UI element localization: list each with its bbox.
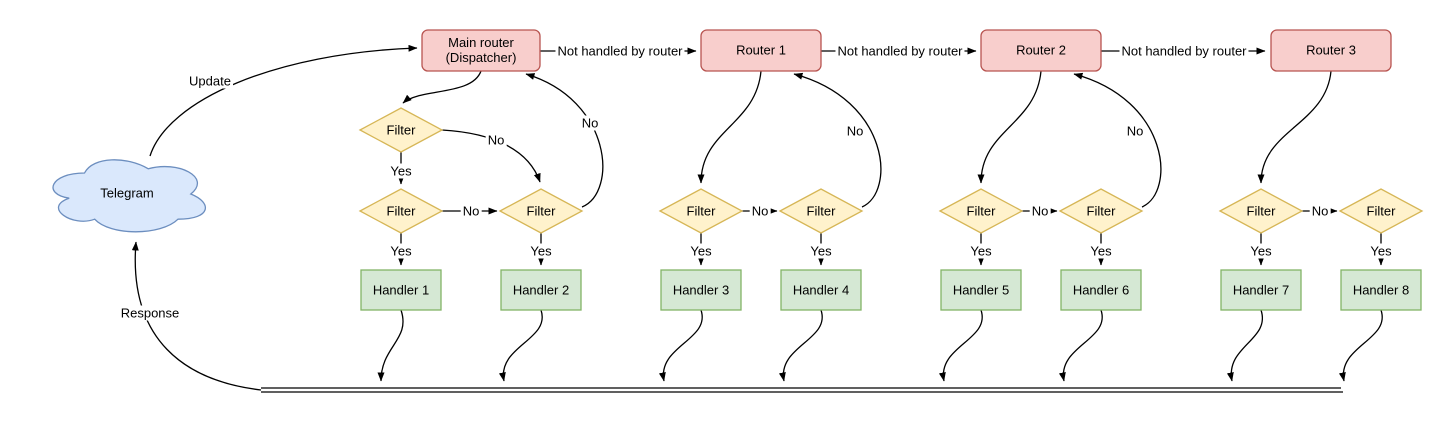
handler1-label: Handler 1 (372, 282, 430, 298)
router2-shape (980, 29, 1102, 72)
filter-label: Filter (526, 203, 556, 219)
edge-label-yes: Yes (688, 243, 714, 259)
main-router-label-line1: Main router (448, 35, 514, 50)
edge-label-no: No (579, 115, 601, 131)
edge-response (131, 241, 262, 391)
edge-filter-no-curve-main (441, 129, 541, 183)
edge-label-no: No (844, 123, 866, 139)
edge-router3-to-filter (1257, 70, 1332, 184)
filter-label: Filter (966, 203, 996, 219)
edge-label-yes: Yes (1368, 243, 1394, 259)
edge-drop-1 (377, 309, 404, 382)
main-router-label: Main router (Dispatcher) (446, 35, 517, 65)
router3-shape (1270, 29, 1392, 72)
filter-label: Filter (386, 203, 416, 219)
edge-label-yes: Yes (808, 243, 834, 259)
handler3-label: Handler 3 (672, 282, 730, 298)
edge-no-return-r1 (793, 72, 882, 208)
edge-main-to-filter (402, 70, 482, 104)
handler4-label: Handler 4 (792, 282, 850, 298)
filter-label: Filter (1086, 203, 1116, 219)
edge-drop-5 (938, 309, 983, 382)
router3-label: Router 3 (1306, 42, 1356, 58)
filter-label: Filter (1246, 203, 1276, 219)
filter-main-right-shape (498, 188, 584, 234)
filter-r2-right-shape (1058, 188, 1144, 234)
edge-no-return-main (525, 73, 604, 208)
telegram-cloud-shape (52, 159, 207, 233)
edge-label-no: No (1124, 123, 1146, 139)
edge-label-update: Update (187, 73, 233, 89)
filter-label: Filter (1366, 203, 1396, 219)
edge-drop-3 (658, 309, 703, 382)
edge-label-response: Response (118, 305, 182, 321)
edge-drop-6 (1058, 309, 1103, 382)
handler1-shape (360, 269, 442, 311)
edge-label-yes: Yes (388, 163, 414, 179)
handler8-label: Handler 8 (1352, 282, 1410, 298)
handler5-shape (940, 269, 1022, 311)
edge-no-return-r2 (1073, 72, 1162, 208)
edge-label-no: No (1309, 203, 1331, 219)
handler7-label: Handler 7 (1232, 282, 1290, 298)
main-router-label-line2: (Dispatcher) (445, 50, 517, 65)
edge-router1-to-filter (697, 70, 762, 184)
filter-r1-right-shape (778, 188, 864, 234)
filter-r3-right-shape (1338, 188, 1424, 234)
edge-label-not-handled-2: Not handled by router (835, 43, 965, 59)
handler8-shape (1340, 269, 1422, 311)
edge-label-not-handled-1: Not handled by router (555, 43, 685, 59)
edge-label-yes: Yes (968, 243, 994, 259)
main-router-shape (421, 29, 541, 72)
edge-router2-to-filter (977, 70, 1042, 184)
filter-r3-left-shape (1218, 188, 1304, 234)
edge-label-yes: Yes (528, 243, 554, 259)
edge-drop-2 (498, 309, 543, 382)
edge-label-yes: Yes (388, 243, 414, 259)
telegram-label: Telegram (100, 185, 154, 201)
filter-r2-left-shape (938, 188, 1024, 234)
handler3-shape (660, 269, 742, 311)
router1-shape (700, 29, 822, 72)
edge-label-yes: Yes (1088, 243, 1114, 259)
edge-label-not-handled-3: Not handled by router (1119, 43, 1249, 59)
router1-label: Router 1 (736, 42, 786, 58)
filter-label: Filter (806, 203, 836, 219)
handler4-shape (780, 269, 862, 311)
filter-label: Filter (686, 203, 716, 219)
edge-label-no: No (460, 203, 482, 219)
handler2-shape (500, 269, 582, 311)
handler6-shape (1060, 269, 1142, 311)
edge-drop-4 (778, 309, 823, 382)
edge-drop-7 (1226, 309, 1264, 382)
edge-label-yes: Yes (1248, 243, 1274, 259)
edge-label-no: No (1029, 203, 1051, 219)
handler6-label: Handler 6 (1072, 282, 1130, 298)
edge-drop-8 (1338, 309, 1383, 382)
filter-main-top-shape (358, 107, 444, 153)
edge-label-no: No (485, 132, 507, 148)
filter-r1-left-shape (658, 188, 744, 234)
router2-label: Router 2 (1016, 42, 1066, 58)
handler2-label: Handler 2 (512, 282, 570, 298)
filter-main-left-shape (358, 188, 444, 234)
handler5-label: Handler 5 (952, 282, 1010, 298)
handler7-shape (1220, 269, 1302, 311)
edge-update (149, 44, 418, 157)
filter-label: Filter (386, 122, 416, 138)
edge-label-no: No (749, 203, 771, 219)
